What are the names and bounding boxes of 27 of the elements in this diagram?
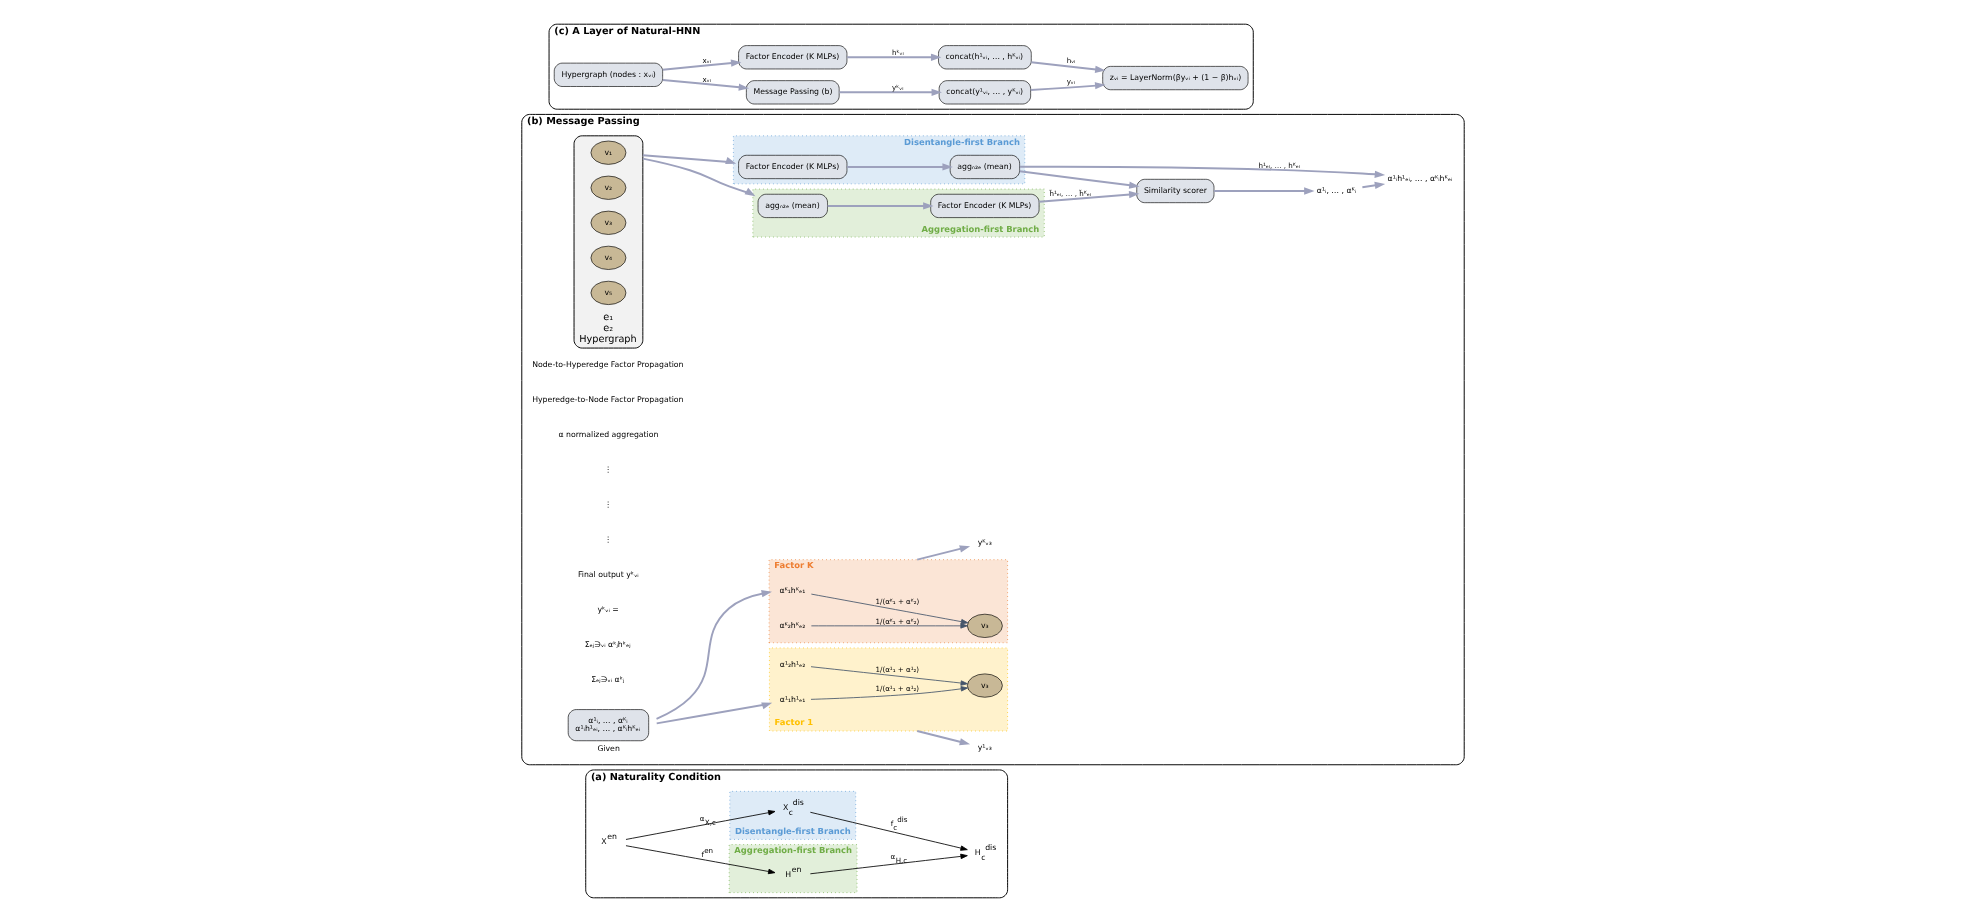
arrow	[825, 202, 933, 210]
arrow	[915, 730, 970, 746]
arrow	[640, 157, 755, 197]
arrow	[1028, 82, 1105, 91]
arrow	[660, 78, 749, 91]
arrow	[845, 163, 952, 171]
arrow	[915, 545, 970, 561]
arrow	[654, 590, 771, 720]
arrow	[809, 686, 968, 700]
arrow	[808, 853, 967, 875]
arrow	[624, 810, 775, 840]
arrow	[1360, 181, 1385, 190]
arrow	[809, 666, 967, 686]
arrow	[1029, 61, 1105, 73]
arrow	[809, 593, 968, 625]
arrow	[808, 811, 967, 851]
arrow	[654, 702, 772, 725]
arrow	[640, 154, 736, 164]
arrow	[660, 59, 741, 71]
arrow	[1212, 187, 1314, 195]
arrow	[1037, 190, 1139, 203]
arrow	[837, 88, 941, 96]
arrow	[845, 53, 941, 61]
arrow	[1017, 170, 1139, 189]
arrow	[624, 845, 775, 875]
arrow	[1017, 165, 1385, 178]
arrow	[809, 623, 967, 629]
